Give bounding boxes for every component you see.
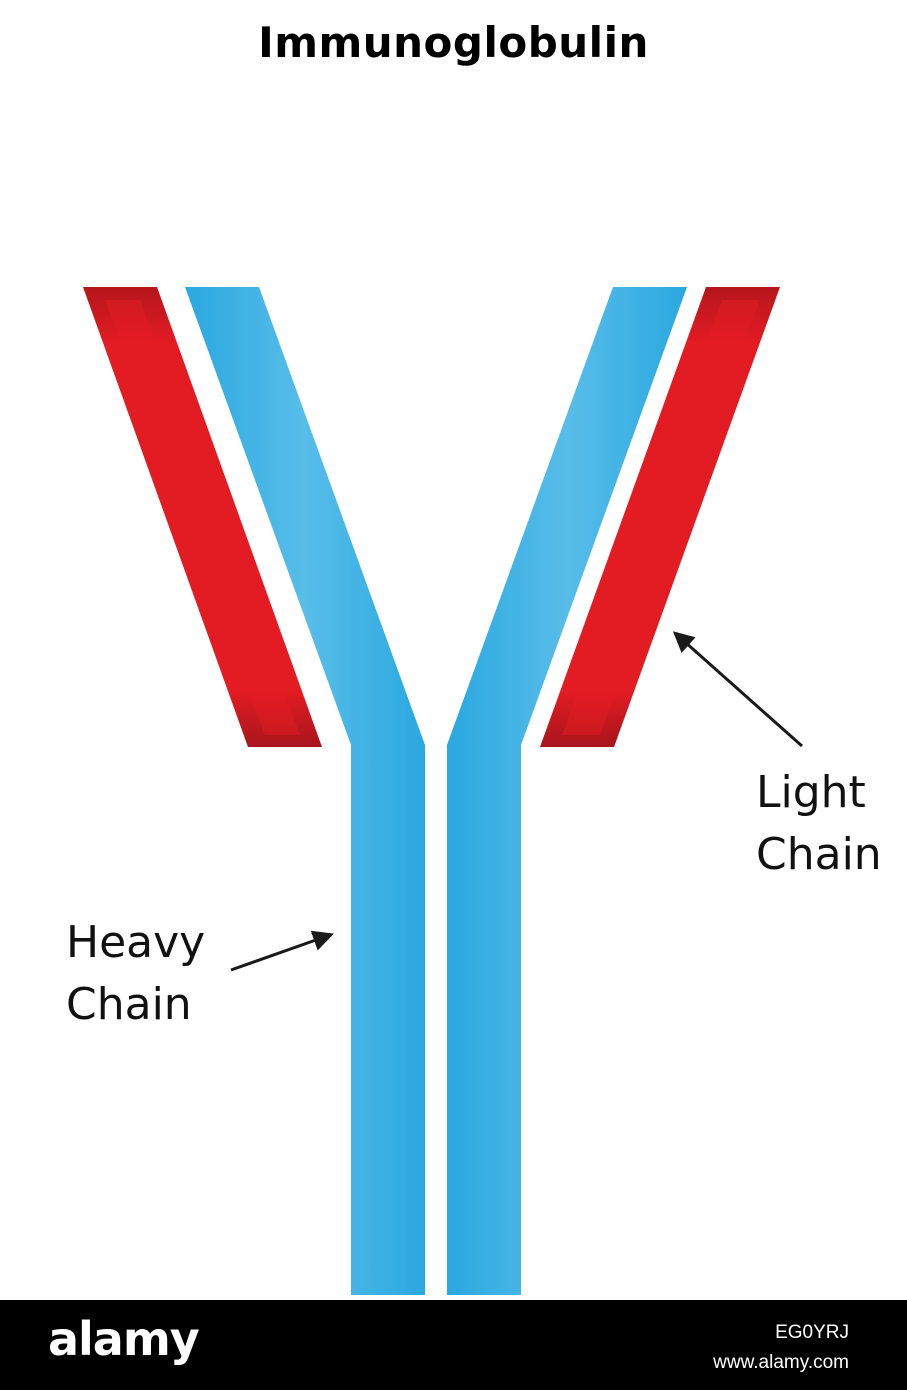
light-chain-label-line1: Light bbox=[756, 767, 866, 818]
alamy-logo: alamy bbox=[48, 1312, 200, 1366]
heavy-chain-label-line1: Heavy bbox=[66, 917, 206, 968]
heavy-chain-arrow bbox=[230, 930, 334, 972]
footer-url: www.alamy.com bbox=[713, 1352, 849, 1373]
heavy-chain-label: Heavy Chain bbox=[66, 912, 205, 1036]
image-id: EG0YRJ bbox=[775, 1322, 849, 1343]
light-chain-right-sheen bbox=[562, 300, 760, 735]
light-chain-left-sheen bbox=[105, 300, 300, 735]
watermark-footer: alamy EG0YRJ www.alamy.com bbox=[0, 1300, 907, 1390]
heavy-chain-right bbox=[447, 287, 687, 1295]
light-chain-arrow bbox=[672, 631, 803, 748]
heavy-chain-left bbox=[185, 287, 425, 1295]
heavy-chain-label-line2: Chain bbox=[66, 979, 192, 1030]
diagram-title: Immunoglobulin bbox=[258, 18, 649, 67]
immunoglobulin-diagram bbox=[83, 287, 803, 1295]
light-chain-label-line2: Chain bbox=[756, 829, 882, 880]
light-chain-label: Light Chain bbox=[756, 762, 882, 886]
